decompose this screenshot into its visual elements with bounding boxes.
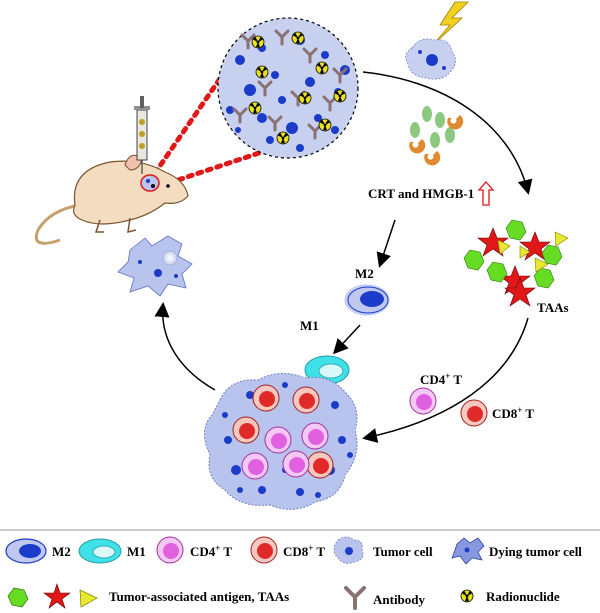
arrow-to-taas <box>362 71 533 195</box>
arrow-taas-to-tumor <box>362 317 529 443</box>
lightning-icon <box>431 1 469 47</box>
legend-m1: M1 <box>78 538 146 564</box>
legend-taa: Tumor-associated antigen, TAAs <box>7 583 289 609</box>
cd4-label: CD4+ T <box>420 371 462 387</box>
cd4-t-cell <box>409 387 437 415</box>
legend-dying-cell: Dying tumor cell <box>451 537 582 565</box>
cd8-label: CD8+ T <box>492 405 534 421</box>
cd8-t-cell <box>460 399 488 427</box>
infiltrated-tumor-mass <box>204 373 358 510</box>
taas-cluster <box>463 219 569 307</box>
crt-hmgb-label: CRT and HMGB-1 <box>368 186 474 201</box>
legend-tumor-label: Tumor cell <box>373 544 433 559</box>
m2-macrophage <box>344 284 390 316</box>
arrow-m2-to-m1 <box>332 324 361 355</box>
legend-antibody-label: Antibody <box>373 592 426 607</box>
legend-cd8-label: CD8+ T <box>283 543 325 559</box>
legend-m1-label: M1 <box>127 544 146 559</box>
legend-taa-label: Tumor-associated antigen, TAAs <box>109 589 289 604</box>
up-arrow-icon <box>477 181 495 206</box>
crt-hmgb-molecules <box>409 106 464 166</box>
legend-cd4: CD4+ T <box>156 536 232 564</box>
irradiated-tumor-cell <box>405 38 456 80</box>
m2-label: M2 <box>355 266 374 281</box>
legend-cd4-label: CD4+ T <box>190 543 232 559</box>
dying-tumor-cell <box>117 235 193 297</box>
m1-label: M1 <box>300 318 319 333</box>
legend-m2: M2 <box>5 538 71 564</box>
legend-antibody: Antibody <box>344 586 426 610</box>
legend-tumor-cell: Tumor cell <box>333 536 433 564</box>
legend-dying-label: Dying tumor cell <box>489 544 582 559</box>
legend-m2-label: M2 <box>52 544 71 559</box>
arrow-crt-to-m2 <box>376 219 396 268</box>
syringe-icon <box>134 96 150 174</box>
legend-radionuclide: Radionuclide <box>460 589 560 604</box>
arrow-tumor-to-dying <box>154 302 216 391</box>
legend-radionuclide-label: Radionuclide <box>486 589 560 604</box>
legend-cd8: CD8+ T <box>250 536 325 564</box>
zoom-tumor-circle <box>217 17 359 159</box>
taas-label: TAAs <box>537 300 569 315</box>
mouse-illustration <box>34 154 189 245</box>
